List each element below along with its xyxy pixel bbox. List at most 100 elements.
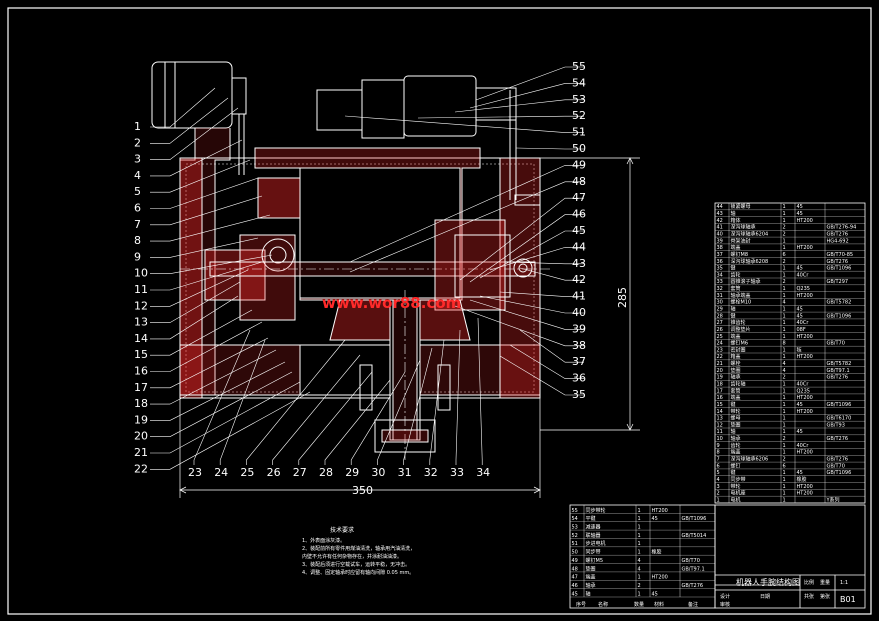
part-callout: 21	[134, 446, 148, 459]
parts-table-cell: 23	[717, 347, 723, 353]
parts-table-cell: 26	[717, 327, 723, 333]
leader-line	[150, 281, 241, 323]
part-callout: 5	[134, 185, 141, 198]
part-callout: 3	[134, 153, 141, 166]
tech-note-item: 2、装配前所有零件用煤油清洗，轴承用汽油清洗，	[302, 545, 415, 552]
parts-table-cell: 同步带轮	[586, 507, 606, 514]
parts-table-cell: 55	[572, 508, 578, 514]
part-callout: 46	[572, 208, 586, 221]
parts-table-cell: HG4-692	[827, 238, 849, 244]
leader-line	[454, 305, 584, 347]
parts-table-cell: 螺栓M10	[731, 299, 752, 306]
part-callout: 41	[572, 290, 586, 303]
parts-table-cell: GB/T297	[827, 279, 849, 285]
height-dimension: 285	[616, 287, 629, 308]
part-callout: 29	[345, 466, 359, 479]
parts-table-cell: 34	[717, 272, 723, 278]
leader-line	[150, 139, 243, 177]
leader-line	[150, 309, 253, 356]
parts-table-cell: 1	[783, 245, 786, 251]
parts-table-cell: 端盖	[731, 244, 741, 251]
parts-table-cell: 4	[783, 361, 786, 367]
parts-table-cell: 6	[717, 463, 720, 469]
parts-table-cell: 45	[797, 402, 803, 408]
parts-table-cell: 1	[638, 550, 641, 556]
part-callout: 55	[572, 60, 586, 73]
leader-line	[298, 371, 373, 465]
part-callout: 9	[134, 250, 141, 263]
parts-table-cell: 调整垫片	[731, 326, 751, 333]
part-callout: 47	[572, 191, 586, 204]
parts-table-cell: 45	[797, 306, 803, 312]
parts-table-cell: 1	[783, 443, 786, 449]
parts-table-cell: 螺栓	[731, 360, 741, 367]
parts-table-cell: 1	[717, 497, 720, 503]
parts-table-cell: 箱盖	[731, 353, 741, 360]
parts-table-cell: 1	[783, 266, 786, 272]
leader-line	[272, 354, 361, 465]
parts-table-cell: 37	[717, 252, 723, 258]
part-callout: 6	[134, 202, 141, 215]
parts-table-cell: 45	[797, 204, 803, 210]
part-callout: 54	[572, 76, 586, 89]
part-callout: 23	[188, 466, 202, 479]
parts-table-cell: HT200	[797, 218, 813, 224]
leader-line	[150, 337, 269, 389]
parts-table-cell: 1	[783, 395, 786, 401]
parts-table-cell: 18	[717, 381, 723, 387]
parts-table-cell: 44	[717, 204, 723, 210]
parts-table-cell: 2	[717, 491, 720, 497]
leader-line	[150, 361, 286, 421]
parts-table-cell: GB/T93	[827, 422, 845, 428]
parts-table-cell: GB/T5782	[827, 361, 852, 367]
leader-line	[193, 329, 251, 465]
parts-table-cell: 橡胶	[652, 549, 662, 556]
parts-table-cell: 08F	[797, 327, 806, 333]
tech-note-item: 4、调整、固定轴承时应留有轴向间隙 0.05 mm。	[302, 569, 414, 576]
parts-table-cell: 16	[717, 395, 723, 401]
parts-table-cell: 45	[572, 591, 578, 597]
parts-table-cell: 46	[572, 583, 578, 589]
parts-table-cell: 2	[783, 456, 786, 462]
parts-table-cell: GB/T97.1	[682, 566, 705, 572]
parts-table-cell: 52	[572, 533, 578, 539]
parts-table-cell: 深沟球轴承6204	[731, 230, 769, 237]
part-callout: 52	[572, 109, 586, 122]
parts-table-cell: Y系列	[826, 496, 840, 503]
parts-table-cell: 40Cr	[797, 320, 810, 326]
parts-table-cell: 螺母	[731, 415, 741, 422]
part-callout: 18	[134, 397, 148, 410]
parts-table-cell: 40Cr	[797, 272, 810, 278]
title-label: 第张	[820, 593, 830, 600]
tech-note-item: 内壁不允许有任何杂物存在，并涂耐油油漆。	[302, 553, 402, 560]
parts-table-cell: 1	[783, 491, 786, 497]
part-callout: 44	[572, 240, 586, 253]
parts-table-cell: 45	[797, 470, 803, 476]
parts-table-cell: GB/T1096	[682, 516, 707, 522]
leader-line	[417, 115, 584, 119]
parts-table-cell: GB/T97.1	[827, 368, 850, 374]
sheet-border	[7, 7, 872, 615]
parts-table-cell: 键	[731, 312, 736, 319]
parts-table-cell: 45	[797, 313, 803, 319]
parts-table-cell: 轴承端盖	[731, 292, 751, 299]
parts-table-cell: 17	[717, 388, 723, 394]
leader-line	[150, 214, 271, 242]
parts-table-cell: 骨架油封	[731, 237, 751, 244]
parts-table-cell: 13	[717, 416, 723, 422]
part-callout: 49	[572, 158, 586, 171]
leader-lines	[150, 66, 584, 470]
drawing-title: 机器人手腕结构图	[736, 577, 800, 587]
part-callout: 7	[134, 218, 141, 231]
parts-table-cell: HT200	[797, 354, 813, 360]
parts-table-cell: HT200	[797, 484, 813, 490]
title-label: 比例	[804, 579, 814, 586]
part-callout: 39	[572, 322, 586, 335]
part-callout: 48	[572, 175, 586, 188]
parts-table-cell: 8	[717, 450, 720, 456]
parts-table-cell: 54	[572, 516, 578, 522]
parts-table-cell: GB/T70	[827, 341, 845, 347]
parts-table-cell: 端盖	[731, 449, 741, 456]
part-callout: 22	[134, 462, 148, 475]
parts-table-cell: 9	[717, 443, 720, 449]
